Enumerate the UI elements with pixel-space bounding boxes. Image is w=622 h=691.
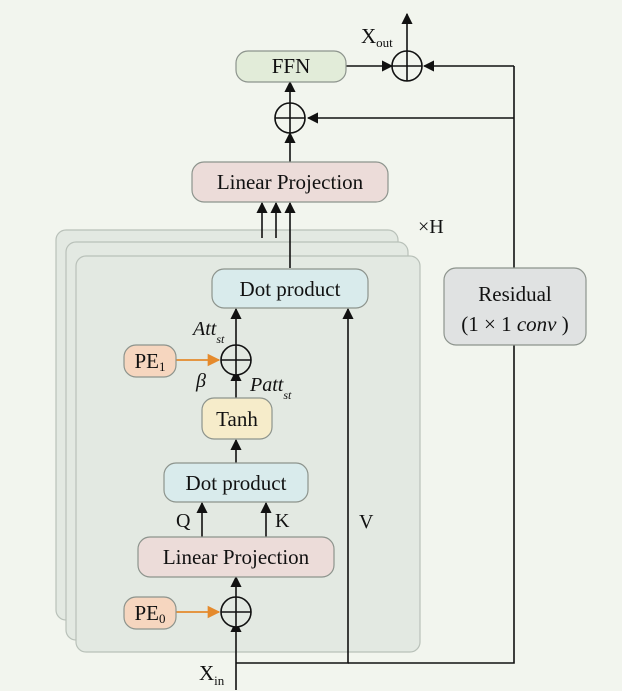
x-in-label: Xin [199, 661, 225, 688]
residual-box [443, 267, 587, 346]
sum-node-pe1 [220, 344, 252, 376]
pe0-label: PE0 [134, 601, 165, 626]
dot-product-top-label: Dot product [240, 277, 341, 301]
residual-path [348, 345, 515, 664]
patt-label: Pattst [249, 374, 292, 402]
head-panel-front [75, 255, 421, 653]
k-label: K [275, 510, 290, 532]
linear-projection-top-box [191, 161, 389, 203]
linear-projection-bottom-box [137, 536, 335, 578]
tanh-box [201, 397, 273, 440]
dot-product-bottom-box [163, 462, 309, 503]
x-out-label: Xout [361, 24, 393, 50]
pe1-label: PE1 [134, 349, 165, 374]
att-label: Attst [191, 318, 225, 346]
ffn-box [235, 50, 347, 83]
linear-projection-bottom-label: Linear Projection [163, 545, 310, 569]
heads-label: ×H [418, 216, 444, 238]
pe0-box [123, 596, 177, 630]
dot-product-bottom-label: Dot product [186, 471, 287, 495]
sum-node-output [391, 50, 423, 82]
dot-product-top-box [211, 268, 369, 309]
beta-label: β [195, 370, 206, 392]
residual-label: Residual [478, 282, 552, 306]
sum-node-residual [274, 102, 306, 134]
residual-conv-label: (1 × 1 conv ) [461, 312, 569, 336]
linear-projection-top-label: Linear Projection [217, 170, 364, 194]
tanh-label: Tanh [216, 407, 258, 431]
pe1-box [123, 344, 177, 378]
v-label: V [359, 511, 374, 533]
ffn-label: FFN [272, 54, 311, 78]
q-label: Q [176, 510, 191, 532]
sum-node-pe0 [220, 596, 252, 628]
